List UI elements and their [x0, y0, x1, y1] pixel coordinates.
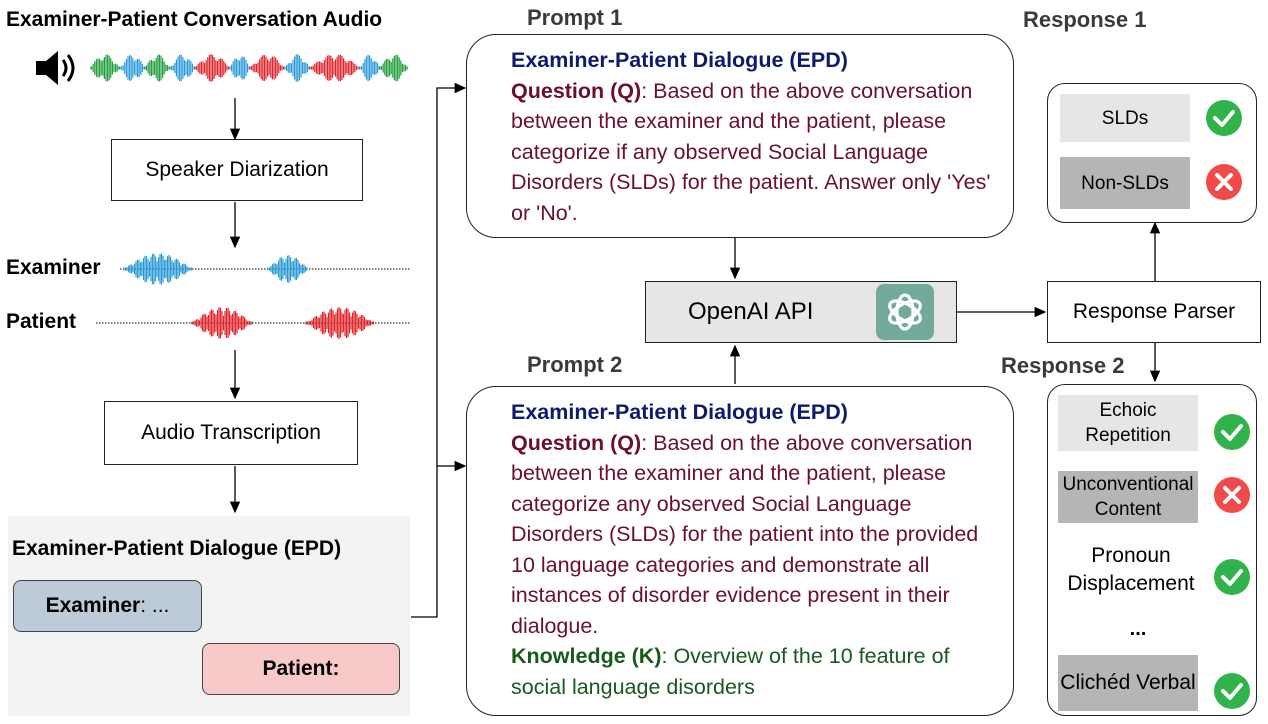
- response2-item: Pronoun Displacement: [1052, 539, 1210, 601]
- prompt1-question-label: Question (Q): [511, 78, 642, 103]
- mixed-audio-waveform: [90, 54, 408, 82]
- prompt2-box: Examiner-Patient Dialogue (EPD) Question…: [466, 386, 1014, 716]
- examiner-waveform: [123, 253, 308, 285]
- check-icon: [1214, 414, 1250, 450]
- response2-item-text: Unconventional Content: [1062, 474, 1194, 520]
- response2-item: Clichéd Verbal: [1058, 655, 1198, 711]
- openai-api-box: OpenAI API: [645, 281, 957, 343]
- prompt1-question-text: : Based on the above conversation betwee…: [511, 78, 991, 225]
- cross-icon: [1214, 477, 1250, 513]
- response2-ellipsis: ...: [1098, 615, 1178, 643]
- response2-item-text: Pronoun Displacement: [1067, 544, 1195, 595]
- prompt2-knowledge: Knowledge (K): Overview of the 10 featur…: [511, 641, 999, 702]
- speaker-icon: [36, 51, 75, 85]
- prompt2-question-text: : Based on the above conversation betwee…: [511, 430, 979, 638]
- response2-label: Response 2: [1001, 353, 1125, 378]
- response2-item: Echoic Repetition: [1058, 395, 1198, 451]
- check-icon: [1214, 559, 1250, 595]
- check-icon: [1206, 100, 1242, 136]
- speaker-diarization-box: Speaker Diarization: [111, 139, 363, 201]
- patient-lane-label: Patient: [6, 310, 77, 333]
- patient-bubble: Patient:: [202, 643, 400, 695]
- audio-title: Examiner-Patient Conversation Audio: [6, 8, 383, 31]
- check-icon: [1214, 673, 1250, 709]
- prompt2-title: Examiner-Patient Dialogue (EPD): [511, 400, 848, 424]
- chatgpt-logo-icon: [876, 284, 934, 340]
- response1-item: SLDs: [1060, 94, 1190, 142]
- response2-item-text: Echoic Repetition: [1085, 400, 1171, 446]
- response2-item-text: ...: [1129, 617, 1147, 640]
- response2-item-text: Clichéd Verbal: [1060, 671, 1196, 694]
- examiner-lane-label: Examiner: [6, 256, 101, 279]
- prompt2-question-label: Question (Q): [511, 430, 642, 455]
- prompt1-question: Question (Q): Based on the above convers…: [511, 76, 999, 229]
- response1-box: SLDs Non-SLDs: [1047, 83, 1257, 223]
- response2-box: Echoic Repetition Unconventional Content…: [1047, 384, 1257, 716]
- response1-label: Response 1: [1023, 7, 1147, 32]
- prompt1-box: Examiner-Patient Dialogue (EPD) Question…: [466, 34, 1014, 238]
- prompt1-label: Prompt 1: [527, 5, 623, 30]
- response1-item-text: SLDs: [1101, 107, 1149, 129]
- patient-waveform: [191, 307, 375, 339]
- response-parser-label: Response Parser: [1072, 300, 1236, 323]
- response2-item: Unconventional Content: [1058, 471, 1198, 523]
- examiner-bubble-name: Examiner: [45, 594, 141, 617]
- audio-transcription-box: Audio Transcription: [104, 401, 358, 465]
- epd-title: Examiner-Patient Dialogue (EPD): [12, 537, 342, 560]
- audio-transcription-label: Audio Transcription: [141, 421, 321, 444]
- speaker-diarization-label: Speaker Diarization: [145, 158, 329, 181]
- response1-item: Non-SLDs: [1060, 157, 1190, 209]
- examiner-bubble: Examiner: ...: [13, 580, 202, 632]
- examiner-bubble-text: : ...: [140, 594, 170, 617]
- cross-icon: [1206, 164, 1242, 200]
- prompt2-question: Question (Q): Based on the above convers…: [511, 428, 999, 642]
- patient-bubble-text: Patient:: [262, 657, 340, 680]
- openai-api-label: OpenAI API: [688, 298, 814, 325]
- prompt1-title: Examiner-Patient Dialogue (EPD): [511, 48, 848, 72]
- prompt2-knowledge-text: : Overview of the 10 feature of social l…: [511, 644, 950, 699]
- response-parser-box: Response Parser: [1047, 281, 1261, 343]
- prompt2-knowledge-label: Knowledge (K): [511, 644, 662, 668]
- response1-item-text: Non-SLDs: [1081, 172, 1169, 194]
- prompt2-label: Prompt 2: [527, 352, 623, 377]
